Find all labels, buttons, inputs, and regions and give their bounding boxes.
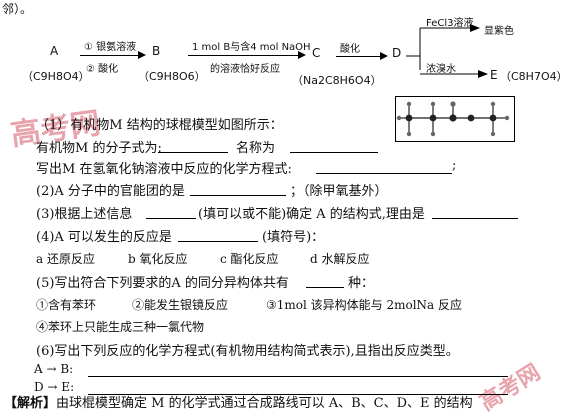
q6-d-to-e-label: D → E: <box>34 380 75 394</box>
q2-blank[interactable] <box>190 195 286 196</box>
compound-e-formula: （C8H7O4） <box>500 70 568 83</box>
q4-option-d: d 水解反应 <box>310 252 370 266</box>
arrow-a-b-head <box>138 51 146 59</box>
q4-hint: (填符号)： <box>262 230 325 245</box>
arrow-b-c-head <box>298 51 306 59</box>
branch-lines <box>406 24 480 70</box>
q2-prompt: (2)A 分子中的官能团的是 <box>36 184 185 199</box>
q1-name-prompt: 名称为 <box>236 141 276 156</box>
q1-formula-blank[interactable] <box>158 152 228 153</box>
arrow-a-b <box>80 55 140 56</box>
step1-reagent-top: ① 银氨溶液 <box>84 42 137 53</box>
compound-c-label: C <box>312 46 321 60</box>
compound-a-formula: （C9H8O4） <box>22 70 90 83</box>
arrow-c-d-head <box>380 52 388 60</box>
analysis-text: 由球棍模型确定 M 的化学式通过合成路线可以 A、B、C、D、E 的结构 <box>56 396 473 411</box>
step2-reagent-bottom: 的溶液恰好反应 <box>210 64 280 75</box>
q1-intro: （1）有机物M 结构的球棍模型如图所示： <box>36 118 283 133</box>
compound-b-label: B <box>152 44 161 58</box>
branch-top-reagent: FeCl3溶液 <box>426 18 474 29</box>
q6-a-to-b-label: A → B: <box>34 362 74 376</box>
q6-prompt: (6)写出下列反应的化学方程式(有机物用结构简式表示),且指出反应类型。 <box>36 344 459 359</box>
q2-note: ；（除甲氧基外） <box>290 184 388 199</box>
q3-blank-1[interactable] <box>146 218 196 219</box>
q3-prompt: (3)根据上述信息 <box>36 207 133 222</box>
q4-option-c: c 酯化反应 <box>220 252 279 266</box>
q1-name-blank[interactable] <box>290 152 378 153</box>
q5-suffix: 种： <box>348 276 375 291</box>
analysis-line: 【解析】由球棍模型确定 M 的化学式通过合成路线可以 A、B、C、D、E 的结构 <box>4 392 473 411</box>
analysis-tag: 【解析】 <box>4 396 57 411</box>
q5-condition-1: ①含有苯环 <box>36 298 97 312</box>
q3-reason-prompt: (填可以或不能)确定 A 的结构式,理由是 <box>198 207 425 222</box>
q1-formula-prompt: 有机物M 的分子式为: <box>36 141 162 156</box>
q5-blank[interactable] <box>306 287 344 288</box>
q6-a-to-b-blank[interactable] <box>88 376 508 377</box>
q3-blank-2[interactable] <box>432 218 518 219</box>
arrow-c-d <box>336 56 382 57</box>
q6-d-to-e-blank[interactable] <box>88 394 508 395</box>
arrow-b-c <box>188 55 300 56</box>
step1-reagent-bottom: ② 酸化 <box>86 64 119 75</box>
q5-prompt: (5)写出符合下列要求的A 的同分异构体共有 <box>36 276 289 291</box>
q4-option-a: a 还原反应 <box>36 252 95 266</box>
q1-equation-prompt: 写出M 在氢氧化钠溶液中反应的化学方程式: <box>36 162 292 177</box>
step2-reagent-top: 1 mol B与含4 mol NaOH <box>192 42 311 53</box>
ball-stick-model-image <box>395 96 515 142</box>
compound-b-formula: （C9H8O6） <box>138 70 206 83</box>
q1-equation-end: ; <box>452 158 457 173</box>
header-tail: 邻）。 <box>2 2 33 16</box>
q4-option-b: b 氧化反应 <box>128 252 188 266</box>
q4-prompt: (4)A 可以发生的反应是 <box>36 230 172 245</box>
q1-equation-blank[interactable] <box>316 173 452 174</box>
compound-a-label: A <box>50 44 59 58</box>
compound-d-label: D <box>392 46 402 60</box>
branch-top-product: 显紫色 <box>484 26 514 37</box>
step3-reagent: 酸化 <box>340 44 360 55</box>
q5-condition-4: ④苯环上只能生成三种一氯代物 <box>36 320 205 334</box>
q5-condition-3: ③1mol 该异构体能与 2molNa 反应 <box>266 298 463 312</box>
compound-c-formula: （Na2C8H6O4） <box>292 74 382 87</box>
arrow-d-e <box>420 70 488 78</box>
q4-blank[interactable] <box>178 241 258 242</box>
compound-e-label: E <box>490 68 498 82</box>
watermark-right: 高考网 <box>475 360 545 417</box>
branch-bottom-reagent: 浓溴水 <box>426 64 456 75</box>
q5-condition-2: ②能发生银镜反应 <box>132 298 229 312</box>
